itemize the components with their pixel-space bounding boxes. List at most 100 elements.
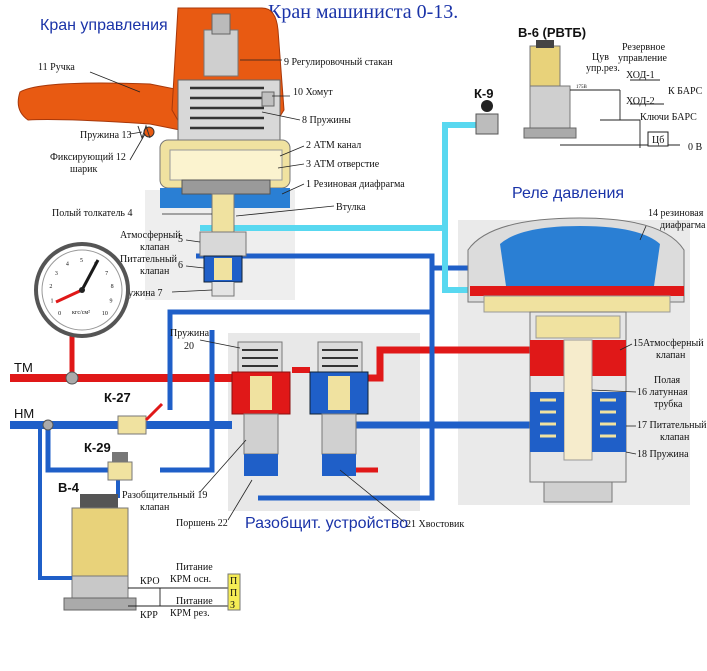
valve-handle: [17, 82, 181, 131]
gauge-tick-label: 5: [80, 258, 83, 264]
b6-wiring: [560, 79, 680, 148]
label-b6: В-6 (РВТБ): [518, 25, 586, 40]
label-k29: К-29: [84, 440, 111, 455]
disconnect-leader-lines: [199, 339, 405, 523]
label-piston-22: Поршень 22: [176, 518, 228, 529]
relay-atm-valve-left: [530, 340, 564, 376]
label-relay-atm-valve-1: 15Атмосферный: [633, 338, 704, 349]
k27-valve: [117, 402, 164, 435]
atm-valve-body: [199, 231, 247, 257]
b4-relay: [63, 494, 137, 611]
label-p2: П: [230, 588, 237, 599]
label-fixing-ball-1: Фиксирующий 12: [50, 152, 126, 163]
nm-junction: [42, 419, 54, 431]
label-relay-atm-valve-2: клапан: [656, 350, 686, 361]
relay-base: [543, 481, 613, 503]
relay-diaphragm: [500, 226, 660, 286]
label-reserve-2: управление: [618, 53, 668, 64]
gauge-tick-label: 1: [51, 299, 54, 305]
label-diaphragm: 1 Резиновая диафрагма: [306, 179, 405, 190]
k29-branch: [45, 425, 118, 473]
label-atm-valve-1: Атмосферный: [120, 230, 181, 241]
b6-relay: [523, 40, 577, 139]
gauge-tick-label: 6: [94, 261, 97, 267]
relay-red-band: [470, 286, 684, 296]
label-atm-valve-num: 5: [178, 234, 183, 245]
label-shank-21: 21 Хвостовик: [406, 519, 464, 530]
label-krr: КРР: [140, 610, 158, 621]
label-hod2: ХОД-2: [626, 96, 655, 107]
feed-valve-core: [214, 258, 232, 280]
gauge-tick-label: 9: [110, 299, 113, 305]
label-z: З: [230, 600, 235, 611]
label-k27: К-27: [104, 390, 131, 405]
label-spring-7: Пружина 7: [116, 288, 163, 299]
gauge-needle-black: [80, 259, 100, 291]
k9-valve: [475, 100, 499, 135]
relay-atm-valve-right: [592, 340, 626, 376]
label-kro: КРО: [140, 576, 160, 587]
label-spring-20-1: Пружина: [170, 328, 210, 339]
label-cb: Цб: [652, 135, 664, 146]
diagram-title: Кран машиниста 0-13.: [268, 1, 458, 23]
valve-inner: [169, 149, 283, 181]
diaphragm-plate: [181, 179, 271, 195]
nm-branch: [160, 330, 215, 473]
label-springs-8: 8 Пружины: [302, 115, 351, 126]
label-cuv-2: упр.рез.: [586, 63, 620, 74]
label-hod1: ХОД-1: [626, 70, 655, 81]
gauge-tick-label: 4: [66, 261, 69, 267]
hollow-pusher: [211, 193, 235, 235]
pressure-relay-body: [467, 217, 685, 503]
label-p1: П: [230, 576, 237, 587]
gauge-tick-label: 3: [55, 271, 58, 277]
label-relay-diaphragm-1: 14 резиновая: [648, 208, 704, 219]
relay-piston: [535, 315, 621, 339]
nm-relay-feed: [305, 268, 435, 501]
label-disconnect-valve-1: Разобщительный 19: [122, 490, 207, 501]
tm-junction: [65, 371, 79, 385]
ppz-tag: [227, 573, 241, 611]
label-relay-tube-3: трубка: [654, 399, 683, 410]
label-feed-valve-num: 6: [178, 260, 183, 271]
label-relay-tube-1: Полая: [654, 375, 681, 386]
adjusting-screw: [211, 13, 231, 35]
label-reserve-1: Резервное: [622, 42, 666, 53]
clamp: [261, 91, 275, 107]
label-k-bars: К БАРС: [668, 86, 703, 97]
relay-feed-valve-left: [530, 392, 564, 452]
label-pit2-1: Питание: [176, 596, 213, 607]
label-atm-channel: 2 АТМ канал: [306, 140, 361, 151]
section-control-valve: Кран управления: [40, 17, 168, 34]
main-springs: [190, 86, 264, 130]
label-k9: К-9: [474, 86, 494, 101]
label-feed-valve-2: клапан: [140, 266, 170, 277]
label-fixing-ball-2: шарик: [70, 164, 97, 175]
gauge-tick-label: 8: [111, 284, 114, 290]
label-disconnect-valve-2: клапан: [140, 502, 170, 513]
adjusting-cup: [203, 29, 239, 77]
atm-channel-relay: [442, 228, 470, 293]
spring-chamber: [177, 79, 281, 141]
label-nm: НМ: [14, 406, 34, 421]
label-relay-feed-valve-1: 17 Питательный: [637, 420, 707, 431]
atm-channel-pipe: [200, 122, 490, 231]
label-zero-volt: 0 В: [688, 142, 703, 153]
gauge-tick-label: 0: [58, 311, 61, 317]
label-cuv-1: Цув: [592, 52, 609, 63]
cb-box: [647, 131, 669, 147]
label-bushing: Втулка: [336, 202, 366, 213]
k29-valve: [107, 452, 133, 481]
relay-feed-valve-right: [592, 392, 626, 452]
label-relay-tube-2: 16 латунная: [637, 387, 688, 398]
valve-leader-lines: [89, 59, 335, 293]
pressure-gauge: [34, 242, 130, 338]
gauge-tick-label: 10: [102, 311, 108, 317]
label-pit1-2: КРМ осн.: [170, 574, 211, 585]
spring-7: [211, 282, 235, 297]
label-keys-bars: Ключи БАРС: [640, 112, 697, 123]
label-relay-feed-valve-2: клапан: [660, 432, 690, 443]
label-feed-valve-1: Питательный: [120, 254, 178, 265]
